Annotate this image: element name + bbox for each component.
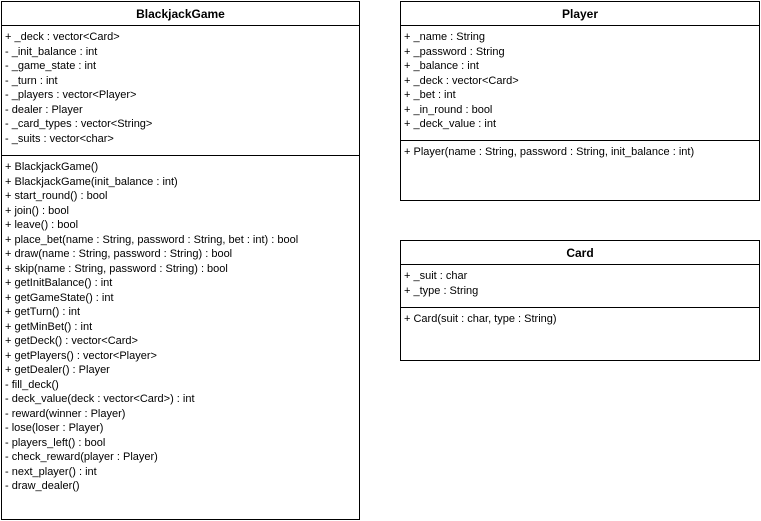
method-item: - lose(loser : Player) <box>5 422 104 434</box>
method-item: + BlackjackGame() <box>5 161 99 173</box>
method-item: + leave() : bool <box>5 219 79 231</box>
class-player[interactable]: Player + _name : String + _password : Str… <box>400 1 760 201</box>
class-name: Card <box>401 241 759 265</box>
attribute-item: + _balance : int <box>404 60 479 72</box>
attribute-item: + _name : String <box>404 31 486 43</box>
attribute-item: + _password : String <box>404 45 505 58</box>
attribute-item: + _type : String <box>404 284 479 297</box>
attribute-item: + _deck : vector<Card> <box>5 31 120 43</box>
attributes-section: + _name : String + _password : String + _b… <box>401 26 759 141</box>
attributes-section: + _deck : vector<Card> - _init_balance : … <box>2 26 359 156</box>
method-item: + skip(name : String, password : String)… <box>5 262 228 275</box>
methods-section: + Card(suit : char, type : String) <box>401 308 759 333</box>
method-item: - players_left() : bool <box>5 436 106 449</box>
attribute-item: + _bet : int <box>404 89 456 101</box>
method-item: + join() : bool <box>5 204 69 217</box>
attribute-item: + _deck_value : int <box>404 118 497 130</box>
method-item: + getDeck() : vector<Card> <box>5 335 138 347</box>
method-item: + getMinBet() : int <box>5 320 93 333</box>
methods-section: + BlackjackGame() + BlackjackGame(init_ba… <box>2 156 359 500</box>
attribute-item: - _turn : int <box>5 74 58 87</box>
method-item: + BlackjackGame(init_balance : int) <box>5 175 178 188</box>
attribute-item: - _suits : vector<char> <box>5 132 114 145</box>
methods-section: + Player(name : String, password : Strin… <box>401 141 759 166</box>
method-item: + getTurn() : int <box>5 306 81 318</box>
method-item: + getPlayers() : vector<Player> <box>5 349 157 362</box>
class-name: Player <box>401 2 759 26</box>
method-item: + getInitBalance() : int <box>5 277 113 289</box>
method-item: - fill_deck() <box>5 378 59 391</box>
class-card[interactable]: Card + _suit : char + _type : String + Ca… <box>400 240 760 361</box>
method-item: + place_bet(name : String, password : St… <box>5 233 299 246</box>
attribute-item: - _players : vector<Player> <box>5 89 137 101</box>
class-blackjackgame[interactable]: BlackjackGame + _deck : vector<Card> - _i… <box>1 1 360 520</box>
attribute-item: + _in_round : bool <box>404 103 493 116</box>
attribute-item: - _card_types : vector<String> <box>5 118 153 130</box>
method-item: + draw(name : String, password : String)… <box>5 248 233 260</box>
method-item: - deck_value(deck : vector<Card>) : int <box>5 393 195 405</box>
method-item: + Player(name : String, password : Strin… <box>404 146 695 158</box>
attributes-section: + _suit : char + _type : String <box>401 265 759 308</box>
attribute-item: - _game_state : int <box>5 60 97 72</box>
method-item: + getGameState() : int <box>5 291 114 304</box>
class-name: BlackjackGame <box>2 2 359 26</box>
method-item: - draw_dealer() <box>5 480 80 492</box>
attribute-item: + _suit : char <box>404 270 468 282</box>
method-item: - reward(winner : Player) <box>5 407 126 420</box>
method-item: + getDealer() : Player <box>5 364 110 376</box>
method-item: + start_round() : bool <box>5 190 108 202</box>
method-item: - check_reward(player : Player) <box>5 451 158 463</box>
attribute-item: - dealer : Player <box>5 103 83 116</box>
method-item: - next_player() : int <box>5 465 97 478</box>
method-item: + Card(suit : char, type : String) <box>404 313 557 325</box>
attribute-item: + _deck : vector<Card> <box>404 74 519 87</box>
attribute-item: - _init_balance : int <box>5 45 98 58</box>
